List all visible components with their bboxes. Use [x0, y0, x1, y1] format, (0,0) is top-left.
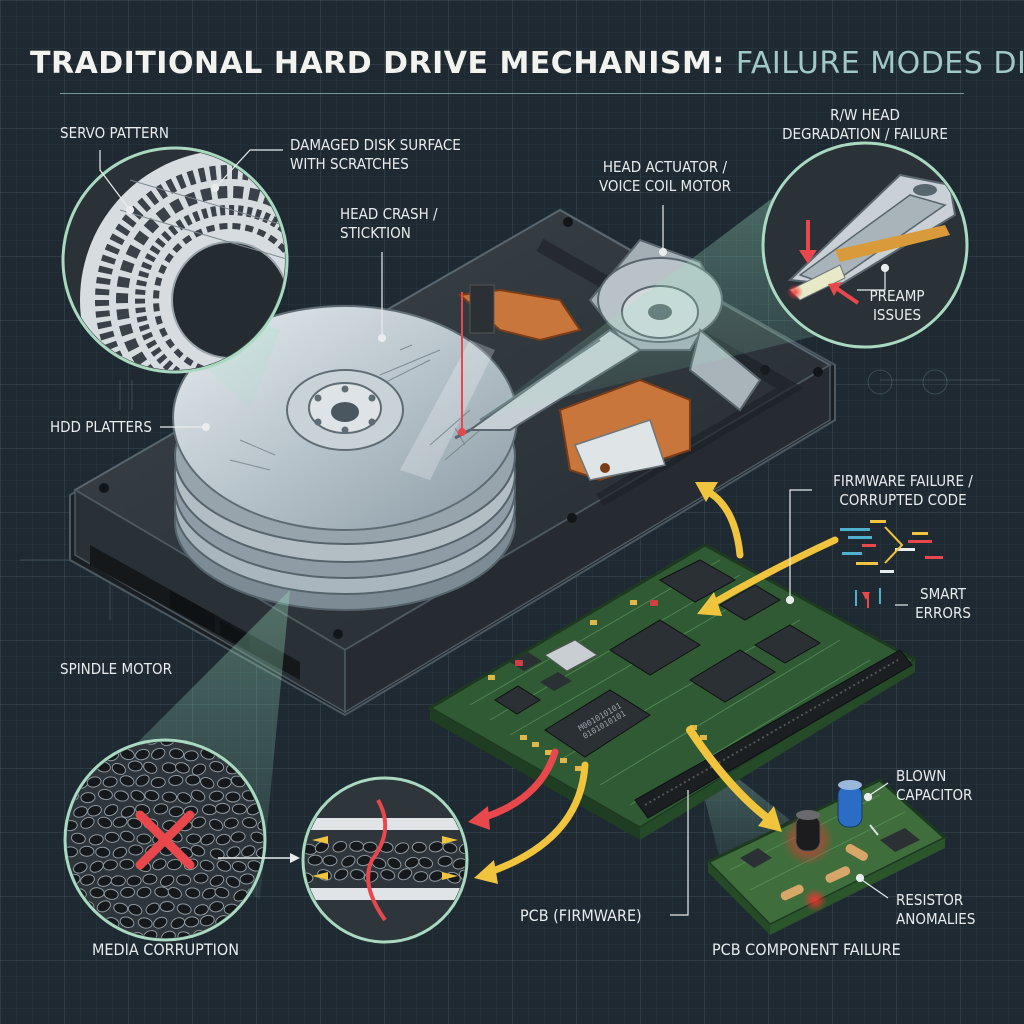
magnetic-grain — [160, 902, 174, 912]
label-resistor-anomalies-line2: ANOMALIES — [896, 910, 975, 929]
magnetic-grain — [241, 929, 258, 945]
label-head-actuator-line1: HEAD ACTUATOR / — [585, 158, 745, 177]
magnetic-grain — [262, 914, 279, 928]
label-blown-capacitor-line2: CAPACITOR — [896, 786, 972, 805]
label-smart-errors-line1: SMART — [905, 585, 981, 604]
label-pcb-component-failure: PCB COMPONENT FAILURE — [712, 940, 901, 959]
label-head-actuator: HEAD ACTUATOR / VOICE COIL MOTOR — [585, 158, 745, 196]
magnetic-grain — [105, 832, 120, 843]
magnetic-grain — [137, 834, 151, 844]
magnetic-grain — [90, 887, 105, 898]
magnetic-grain — [162, 792, 177, 803]
label-damaged-surface: DAMAGED DISK SURFACE WITH SCRATCHES — [290, 136, 461, 174]
magnetic-grain — [256, 927, 273, 943]
magnetic-grain — [120, 859, 134, 869]
magnetic-grain — [194, 873, 209, 884]
magnetic-grain — [202, 804, 217, 815]
magnetic-grain — [81, 734, 95, 744]
magnetic-grain — [184, 750, 199, 761]
label-resistor-anomalies: RESISTOR ANOMALIES — [896, 891, 975, 929]
magnetic-grain — [89, 746, 105, 759]
magnetic-grain — [232, 804, 246, 814]
label-resistor-anomalies-line1: RESISTOR — [896, 891, 975, 910]
magnetic-grain — [246, 915, 262, 927]
magnetic-grain — [215, 803, 229, 813]
magnetic-grain — [98, 733, 113, 744]
magnetic-grain — [73, 913, 90, 929]
magnetic-grain — [412, 842, 427, 853]
magnetic-grain — [111, 876, 126, 887]
magnetic-grain — [72, 749, 87, 761]
title-part-2: FAILURE MODES DIAGRAM — [736, 46, 1024, 81]
label-spindle-motor: SPINDLE MOTOR — [60, 660, 172, 679]
magnetic-grain — [176, 875, 191, 886]
magnetic-grain — [129, 845, 143, 855]
magnetic-grain — [323, 855, 337, 865]
label-damaged-surface-line1: DAMAGED DISK SURFACE — [290, 136, 461, 155]
label-firmware-failure-line2: CORRUPTED CODE — [808, 491, 998, 510]
media-magnifier-right — [299, 778, 484, 942]
diagram-title: TRADITIONAL HARD DRIVE MECHANISM: FAILUR… — [30, 46, 994, 81]
label-firmware-failure-line1: FIRMWARE FAILURE / — [808, 472, 998, 491]
label-smart-errors: SMART ERRORS — [905, 585, 981, 623]
magnetic-grain — [232, 916, 246, 926]
label-hdd-platters: HDD PLATTERS — [50, 418, 152, 437]
magnetic-grain — [226, 792, 240, 802]
label-head-crash-line1: HEAD CRASH / — [340, 205, 438, 224]
label-blown-capacitor: BLOWN CAPACITOR — [896, 767, 972, 805]
magnetic-grain — [186, 775, 201, 786]
label-smart-errors-line2: ERRORS — [905, 604, 981, 623]
magnetic-grain — [64, 733, 81, 748]
magnetic-grain — [64, 928, 80, 940]
label-firmware-failure: FIRMWARE FAILURE / CORRUPTED CODE — [808, 472, 998, 510]
magnetic-grain — [363, 842, 378, 853]
label-head-actuator-line2: VOICE COIL MOTOR — [585, 177, 745, 196]
title-part-1: TRADITIONAL HARD DRIVE MECHANISM: — [30, 46, 725, 81]
label-damaged-surface-line2: WITH SCRATCHES — [290, 155, 461, 174]
magnetic-grain — [308, 855, 323, 866]
label-servo-pattern: SERVO PATTERN — [60, 124, 169, 143]
magnetic-grain — [467, 853, 484, 867]
label-media-corruption: MEDIA CORRUPTION — [92, 940, 239, 959]
label-preamp: PREAMP ISSUES — [852, 287, 942, 325]
title-rule — [60, 93, 964, 94]
magnetic-grain — [254, 904, 270, 916]
label-rw-head-line2: DEGRADATION / FAILURE — [770, 125, 960, 144]
magnetic-grain — [143, 874, 158, 885]
label-pcb-firmware: PCB (FIRMWARE) — [520, 906, 642, 925]
magnetic-grain — [111, 733, 127, 747]
label-preamp-line2: ISSUES — [852, 306, 942, 325]
label-head-crash: HEAD CRASH / STICKTION — [340, 205, 438, 243]
label-rw-head: R/W HEAD DEGRADATION / FAILURE — [770, 106, 960, 144]
magnetic-grain — [349, 841, 364, 852]
label-preamp-line1: PREAMP — [852, 287, 942, 306]
magnetic-grain — [65, 764, 80, 775]
magnetic-grain — [65, 901, 80, 913]
magnetic-grain — [87, 917, 102, 929]
magnetic-grain — [261, 888, 278, 904]
label-head-crash-line2: STICKTION — [340, 224, 438, 243]
magnetic-grain — [265, 860, 280, 871]
label-rw-head-line1: R/W HEAD — [770, 106, 960, 125]
label-blown-capacitor-line1: BLOWN — [896, 767, 972, 786]
magnetic-grain — [186, 834, 201, 845]
magnetic-grain — [80, 846, 94, 856]
